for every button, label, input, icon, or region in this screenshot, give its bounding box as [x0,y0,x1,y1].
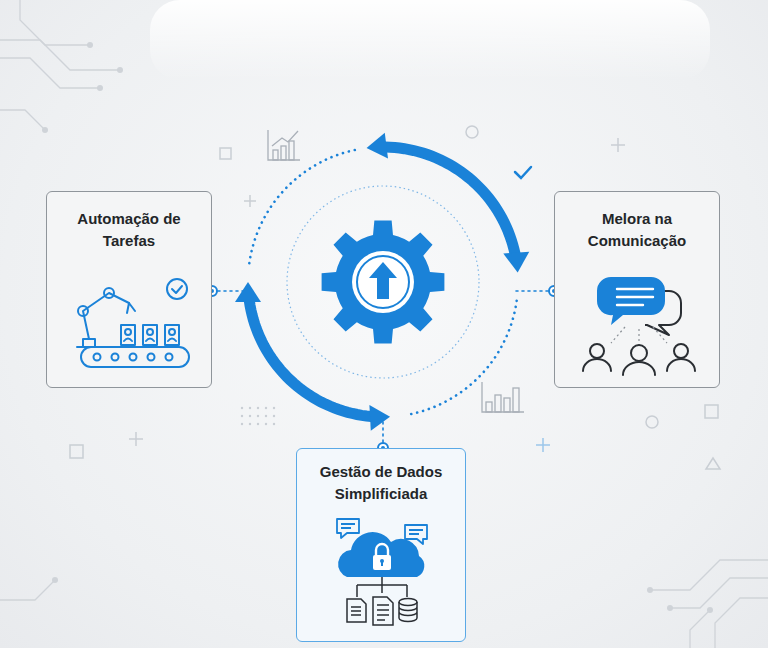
inner-dotted-ring [287,186,479,378]
chart-icon [482,382,524,412]
box-icon [555,271,721,385]
robot-conveyor-icon [47,271,213,381]
box-icon [297,515,467,639]
feature-box: Automação de Tarefas [46,191,212,388]
arrow-head [503,252,529,273]
up-arrow [369,262,397,299]
box-icon [47,271,213,385]
arrow-head [367,133,388,159]
top-glow [150,0,710,80]
gear-hub [352,251,414,313]
cloud-data-icon [297,515,467,635]
dot-grid [241,407,275,425]
gear-icon [322,221,445,344]
box-title: Automação de Tarefas [47,208,211,252]
check-mark [515,167,531,178]
box-title: Melora na Comunicação [555,208,719,252]
cycle-arrows [235,133,529,431]
gear-body [322,221,445,344]
feature-box: Melora na Comunicação [554,191,720,388]
feature-box: Gestão de Dados Simplificiada [296,448,466,642]
box-title: Gestão de Dados Simplificiada [297,461,465,505]
arrow-head [235,282,261,302]
chart-icon [268,130,300,160]
communication-icon [555,271,721,381]
arrow-head [369,405,390,431]
gear-hub-ring [357,256,409,308]
